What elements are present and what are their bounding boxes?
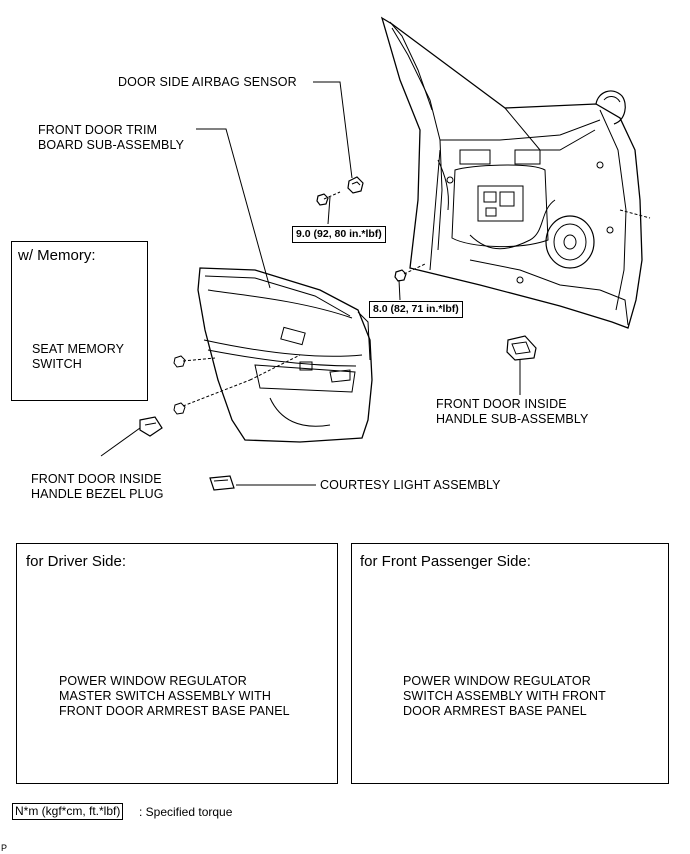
legend-torque-key: N*m (kgf*cm, ft.*lbf) [12,803,124,820]
courtesy-light-label: COURTESY LIGHT ASSEMBLY [320,478,501,492]
driver-side-box: for Driver Side: POWER WINDOW REGULATOR … [16,543,338,784]
driver-switch-label: POWER WINDOW REGULATOR MASTER SWITCH ASS… [59,674,290,718]
airbag-sensor-drawing [313,81,364,225]
airbag-sensor-label: DOOR SIDE AIRBAG SENSOR [118,75,297,89]
inside-handle-label: FRONT DOOR INSIDE HANDLE SUB-ASSEMBLY [436,397,589,426]
torque-callout-upper: 9.0 (92, 80 in.*lbf) [292,226,386,243]
memory-box: w/ Memory: [11,241,148,401]
passenger-side-box: for Front Passenger Side: POWER WINDOW R… [351,543,669,784]
driver-side-title: for Driver Side: [26,553,127,570]
door-frame-drawing [380,16,651,329]
bezel-plug-drawing [100,416,163,457]
door-bolt-drawing [394,263,426,301]
seat-memory-switch-label: SEAT MEMORY SWITCH [32,342,125,371]
bezel-plug-label: FRONT DOOR INSIDE HANDLE BEZEL PLUG [31,472,164,501]
memory-box-title: w/ Memory: [18,247,96,264]
legend-torque-text: : Specified torque [139,805,233,819]
passenger-side-title: for Front Passenger Side: [360,553,531,570]
trim-board-drawing [173,128,373,443]
corner-mark: P [1,843,8,853]
courtesy-light-drawing [209,475,316,491]
trim-board-label: FRONT DOOR TRIM BOARD SUB-ASSEMBLY [38,123,185,152]
torque-callout-lower: 8.0 (82, 71 in.*lbf) [369,301,463,318]
passenger-switch-label: POWER WINDOW REGULATOR SWITCH ASSEMBLY W… [403,674,606,718]
inside-handle-drawing [506,335,537,395]
